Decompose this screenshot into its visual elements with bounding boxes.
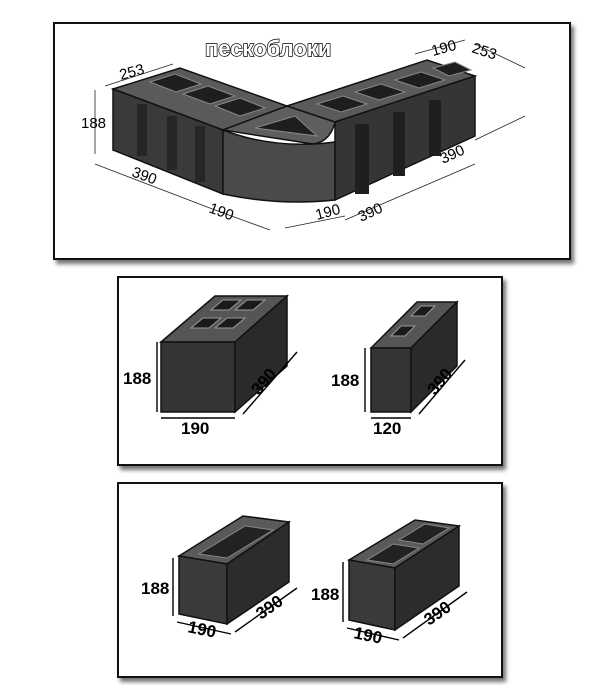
- right-hollow-4: [431, 61, 473, 77]
- block-120: 188 120 390: [331, 300, 466, 438]
- right-hollow-1: [315, 95, 369, 113]
- left-groove-3: [195, 126, 205, 182]
- left-hollow-1: [148, 73, 203, 93]
- block-190-front: [160, 341, 236, 413]
- dim-right-width: 190: [314, 201, 343, 224]
- block-190-side: [234, 294, 288, 414]
- block-190-height: 188: [123, 369, 151, 388]
- block-190: 188 190 390: [123, 294, 298, 438]
- blocks-panel-1: 188 190 390 188 120 390: [117, 276, 503, 466]
- block-190-hollow-4: [233, 299, 267, 311]
- blocks-panel-2: 188 190 390 188 190 390: [117, 482, 503, 678]
- dim-left-depth: 253: [118, 61, 147, 84]
- right-groove-2: [393, 112, 405, 176]
- right-groove-1: [355, 124, 369, 194]
- block-single-cavity-hole: [197, 525, 275, 559]
- block-single-height: 188: [141, 579, 169, 598]
- assembly-panel: пескоблоки 253 188 390 190 190 390 390 1…: [53, 22, 571, 260]
- dim-right-length: 390: [356, 200, 386, 226]
- block-120-side: [410, 300, 458, 414]
- block-single-side: [226, 520, 290, 626]
- left-hollow-3: [213, 97, 267, 117]
- right-groove-3: [429, 100, 441, 156]
- block-120-width: 120: [373, 419, 401, 438]
- block-double-cavity-1: [365, 543, 421, 565]
- block-190-hollow-1: [189, 317, 223, 329]
- left-groove-2: [167, 116, 177, 170]
- dim-left-width: 190: [207, 200, 236, 225]
- block-double-side: [394, 524, 460, 632]
- dim-top-depth: 253: [470, 40, 499, 64]
- block-190-width: 190: [181, 419, 209, 438]
- block-double-cavity-2: [397, 523, 451, 545]
- block-single-front: [178, 555, 228, 625]
- left-groove-1: [137, 104, 147, 156]
- block-120-height: 188: [331, 371, 359, 390]
- block-double-cavity: 188 190 390: [311, 519, 468, 648]
- assembly-diagram: пескоблоки 253 188 390 190 190 390 390 1…: [81, 35, 526, 231]
- block-double-front: [348, 559, 396, 631]
- block-double-height: 188: [311, 585, 339, 604]
- block-120-hollow-1: [389, 325, 417, 337]
- blocks-diagram-2: 188 190 390 188 190 390: [141, 515, 468, 648]
- right-hollow-3: [393, 71, 447, 89]
- block-120-front: [370, 347, 412, 413]
- triangle-hollow: [254, 115, 319, 137]
- block-190-hollow-3: [209, 299, 243, 311]
- left-hollow-2: [181, 85, 237, 105]
- dim-left-length: 390: [130, 164, 159, 189]
- block-single-cavity: 188 190 390: [141, 515, 298, 642]
- right-hollow-2: [353, 83, 407, 101]
- block-190-hollow-2: [213, 317, 247, 329]
- dim-height: 188: [81, 115, 106, 132]
- assembly-title: пескоблоки: [205, 36, 331, 61]
- dim-top-width: 190: [430, 37, 459, 60]
- blocks-diagram-1: 188 190 390 188 120 390: [123, 294, 466, 438]
- block-120-hollow-2: [409, 305, 437, 317]
